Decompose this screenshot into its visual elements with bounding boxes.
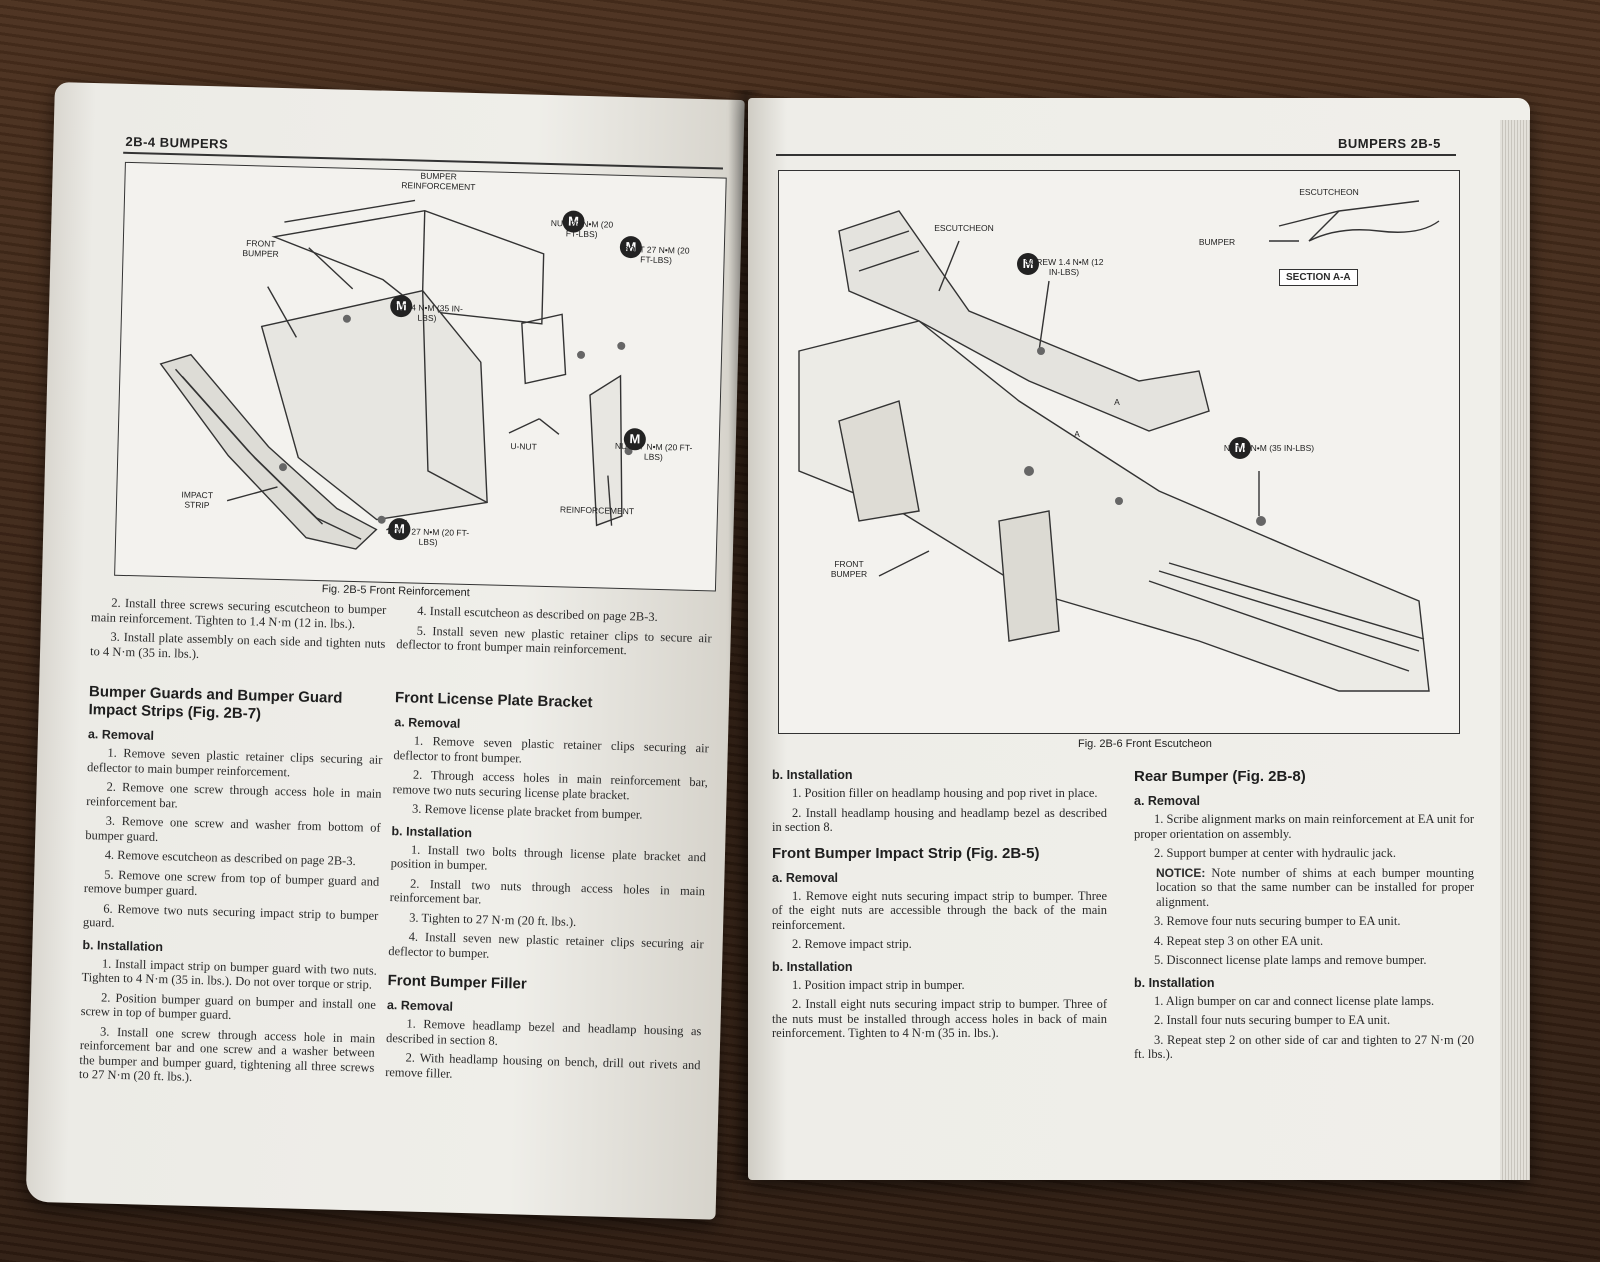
step: 3. Install one screw through access hole… bbox=[78, 1024, 376, 1084]
label-nut: NUT 4 N•m (35 IN-LBS) bbox=[1223, 443, 1315, 453]
label-a: A bbox=[1114, 397, 1120, 407]
figure-front-reinforcement: BUMPER REINFORCEMENT FRONT BUMPER M NUT … bbox=[114, 161, 727, 592]
notice-text: Note number of shims at each bumper moun… bbox=[1156, 865, 1475, 909]
paragraph: 4. Install escutcheon as described on pa… bbox=[417, 603, 658, 624]
label-escutcheon: ESCUTCHEON bbox=[934, 223, 994, 233]
step: 2. Position bumper guard on bumper and i… bbox=[80, 990, 377, 1022]
subheading: b. Installation bbox=[772, 959, 853, 974]
label-escutcheon-detail: ESCUTCHEON bbox=[1299, 187, 1359, 197]
m-badge-screw: M bbox=[1017, 253, 1039, 275]
paragraph: 2. Install three screws securing escutch… bbox=[90, 595, 387, 631]
step: 1. Align bumper on car and connect licen… bbox=[1154, 993, 1435, 1008]
left-top-col-1: 2. Install three screws securing escutch… bbox=[90, 595, 387, 671]
step: 4. Install seven new plastic retainer cl… bbox=[388, 929, 704, 961]
label-a: A bbox=[1074, 429, 1080, 439]
fig-2b-6-caption: Fig. 2B-6 Front Escutcheon bbox=[1078, 738, 1212, 750]
right-col-1: b. Installation 1. Position filler on he… bbox=[772, 760, 1107, 1046]
step: 2. Through access holes in main reinforc… bbox=[392, 767, 709, 802]
front-reinforcement-drawing bbox=[159, 199, 633, 550]
step: 1. Install impact strip on bumper guard … bbox=[81, 956, 378, 992]
fig-2b-5-caption: Fig. 2B-5 Front Reinforcement bbox=[321, 583, 470, 600]
license-plate-section: Front License Plate Bracket a. Removal 1… bbox=[385, 679, 710, 1092]
left-running-header: 2B-4 BUMPERS bbox=[125, 133, 229, 152]
step: 2. Install two nuts through access holes… bbox=[389, 876, 706, 907]
paragraph: 5. Install seven new plastic retainer cl… bbox=[396, 623, 712, 658]
step: 3. Tighten to 27 N·m (20 ft. lbs.). bbox=[409, 910, 577, 929]
subheading: a. Removal bbox=[772, 870, 839, 885]
section-title: Front License Plate Bracket bbox=[394, 689, 593, 712]
label-bumper-detail: BUMPER bbox=[1198, 237, 1236, 247]
step: 1. Remove eight nuts securing impact str… bbox=[772, 888, 1107, 932]
label-section-a-a: SECTION A-A bbox=[1279, 269, 1358, 286]
step: 5. Disconnect license plate lamps and re… bbox=[1154, 953, 1427, 967]
step: 2. Install four nuts securing bumper to … bbox=[1154, 1013, 1391, 1027]
step: 1. Remove headlamp bezel and headlamp ho… bbox=[385, 1016, 702, 1048]
label-bolt-27: BOLT 27 N•m (20 FT-LBS) bbox=[622, 243, 690, 266]
subheading: b. Installation bbox=[772, 768, 853, 782]
step: 3. Remove four nuts securing bumper to E… bbox=[1154, 914, 1401, 928]
label-front-bumper: FRONT BUMPER bbox=[242, 238, 279, 259]
label-nut-27b: NUT 27 N•m (20 FT-LBS) bbox=[614, 440, 693, 463]
notice: NOTICE: Note number of shims at each bum… bbox=[1156, 866, 1474, 910]
step: 2. With headlamp housing on bench, drill… bbox=[385, 1050, 701, 1081]
step: 1. Position filler on headlamp housing a… bbox=[792, 786, 1098, 800]
label-nut-27: NUT 27 N•m (20 FT-LBS) bbox=[550, 218, 614, 240]
step: 1. Install two bolts through license pla… bbox=[390, 842, 707, 873]
step: 3. Remove one screw and washer from bott… bbox=[85, 813, 381, 844]
step: 6. Remove two nuts securing impact strip… bbox=[82, 901, 379, 930]
right-page: BUMPERS 2B-5 bbox=[748, 98, 1530, 1180]
step: 1. Scribe alignment marks on main reinfo… bbox=[1134, 812, 1474, 841]
right-running-header: BUMPERS 2B-5 bbox=[1338, 136, 1441, 151]
right-header-rule bbox=[776, 154, 1456, 156]
step: 2. Remove impact strip. bbox=[792, 937, 912, 951]
step: 1. Remove seven plastic retainer clips s… bbox=[86, 745, 383, 779]
page-stack-edges bbox=[1500, 120, 1530, 1180]
label-nut-4: NUT 4 N•m (35 IN-LBS) bbox=[391, 301, 463, 324]
step: 4. Repeat step 3 on other EA unit. bbox=[1154, 933, 1324, 948]
paragraph: 3. Install plate assembly on each side a… bbox=[89, 629, 386, 661]
label-u-nut: U-NUT bbox=[510, 441, 537, 452]
notice-label: NOTICE: bbox=[1156, 865, 1206, 880]
subheading: b. Installation bbox=[1134, 975, 1215, 990]
subheading: a. Removal bbox=[1134, 794, 1201, 808]
label-bumper-reinforcement: BUMPER REINFORCEMENT bbox=[401, 170, 476, 193]
step: 2. Support bumper at center with hydraul… bbox=[1154, 846, 1396, 860]
step: 5. Remove one screw from top of bumper g… bbox=[83, 867, 380, 899]
step: 3. Remove license plate bracket from bum… bbox=[411, 801, 643, 822]
figure-front-escutcheon: ESCUTCHEON M SCREW 1.4 N•m (12 IN-LBS) E… bbox=[778, 170, 1460, 734]
step: 2. Install headlamp housing and headlamp… bbox=[772, 805, 1107, 835]
label-front-bumper: FRONT BUMPER bbox=[830, 559, 868, 579]
label-screw: SCREW 1.4 N•m (12 IN-LBS) bbox=[1024, 257, 1104, 277]
step: 4. Remove escutcheon as described on pag… bbox=[104, 847, 356, 869]
label-bolt-27b: BOLT 27 N•m (20 FT-LBS) bbox=[387, 525, 470, 548]
step: 2. Install eight nuts securing impact st… bbox=[772, 997, 1107, 1040]
section-title: Front Bumper Impact Strip (Fig. 2B-5) bbox=[772, 844, 1040, 862]
section-title: Rear Bumper (Fig. 2B-8) bbox=[1134, 768, 1306, 785]
bumper-guards-section: Bumper Guards and Bumper Guard Impact St… bbox=[79, 673, 385, 1094]
step: 2. Remove one screw through access hole … bbox=[86, 779, 382, 810]
m-badge-nut: M bbox=[1229, 437, 1251, 459]
right-col-2: Rear Bumper (Fig. 2B-8) a. Removal 1. Sc… bbox=[1134, 758, 1474, 1067]
label-impact-strip: IMPACT STRIP bbox=[181, 489, 214, 511]
step: 3. Repeat step 2 on other side of car an… bbox=[1134, 1032, 1474, 1062]
section-title: Front Bumper Filler bbox=[387, 972, 527, 993]
step: 1. Position impact strip in bumper. bbox=[792, 977, 965, 992]
step: 1. Remove seven plastic retainer clips s… bbox=[393, 733, 709, 765]
left-top-col-2: 4. Install escutcheon as described on pa… bbox=[396, 603, 712, 665]
section-title: Bumper Guards and Bumper Guard Impact St… bbox=[88, 683, 343, 723]
front-escutcheon-drawing bbox=[798, 200, 1440, 692]
left-page: 2B-4 BUMPERS bbox=[25, 82, 745, 1220]
